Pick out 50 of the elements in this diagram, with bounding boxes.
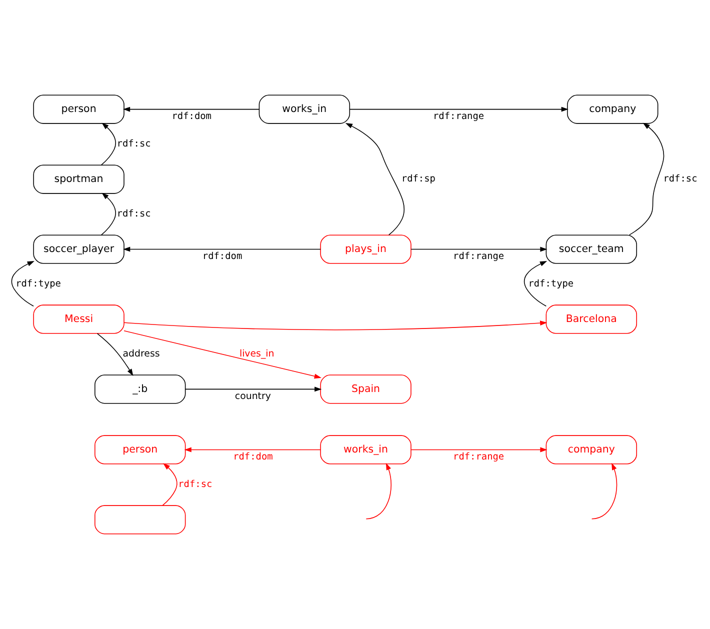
arrow — [124, 330, 322, 379]
arrow — [162, 463, 178, 506]
edge-label: country — [234, 391, 271, 402]
node-box: sportman — [33, 164, 124, 194]
node-box: works_in — [320, 435, 412, 464]
edge-label: rdf:type — [528, 278, 574, 290]
edge-label: rdf:dom — [172, 111, 212, 122]
arrow — [524, 261, 548, 306]
node-box — [94, 505, 186, 534]
edge-label: rdf:sc — [663, 174, 698, 185]
arrow — [123, 106, 260, 112]
node-box: person — [33, 94, 124, 124]
arrow — [591, 462, 618, 520]
arrow — [184, 447, 321, 452]
arrow — [350, 106, 568, 112]
node-box: Spain — [320, 374, 412, 404]
arrow — [11, 261, 34, 306]
node-box: company — [546, 435, 637, 464]
edge-label: rdf:type — [16, 278, 61, 290]
arrow — [410, 246, 548, 252]
arrow — [185, 386, 322, 392]
edge-label: rdf:sc — [178, 479, 212, 490]
edge-label: rdf:sc — [116, 208, 151, 220]
arrow — [100, 192, 116, 236]
node-box: plays_in — [320, 234, 412, 264]
node-box: Messi — [33, 304, 124, 334]
arrow — [100, 122, 116, 166]
arrow — [366, 462, 392, 520]
arrow — [345, 122, 405, 236]
edge-label: rdf:range — [453, 251, 504, 262]
edge-label: rdf:dom — [233, 452, 273, 463]
edge-label: lives_in — [239, 348, 274, 360]
node-box: company — [567, 94, 658, 124]
node-box: soccer_team — [546, 234, 637, 264]
arrow — [410, 447, 548, 452]
arrow — [96, 333, 134, 376]
arrow — [123, 246, 321, 252]
edge-label: rdf:range — [453, 452, 504, 463]
edge-label: rdf:sp — [401, 174, 436, 185]
node-box: works_in — [258, 94, 350, 124]
edge-label: rdf:dom — [202, 251, 242, 262]
node-box: Barcelona — [546, 304, 637, 334]
arrow — [124, 320, 548, 330]
edge-label: address — [122, 348, 160, 360]
node-box: _:b — [94, 374, 186, 404]
node-box: soccer_player — [33, 234, 124, 264]
edge-label: rdf:range — [433, 111, 484, 122]
arrow — [628, 122, 664, 236]
node-box: person — [94, 435, 186, 464]
edge-label: rdf:sc — [116, 138, 151, 150]
